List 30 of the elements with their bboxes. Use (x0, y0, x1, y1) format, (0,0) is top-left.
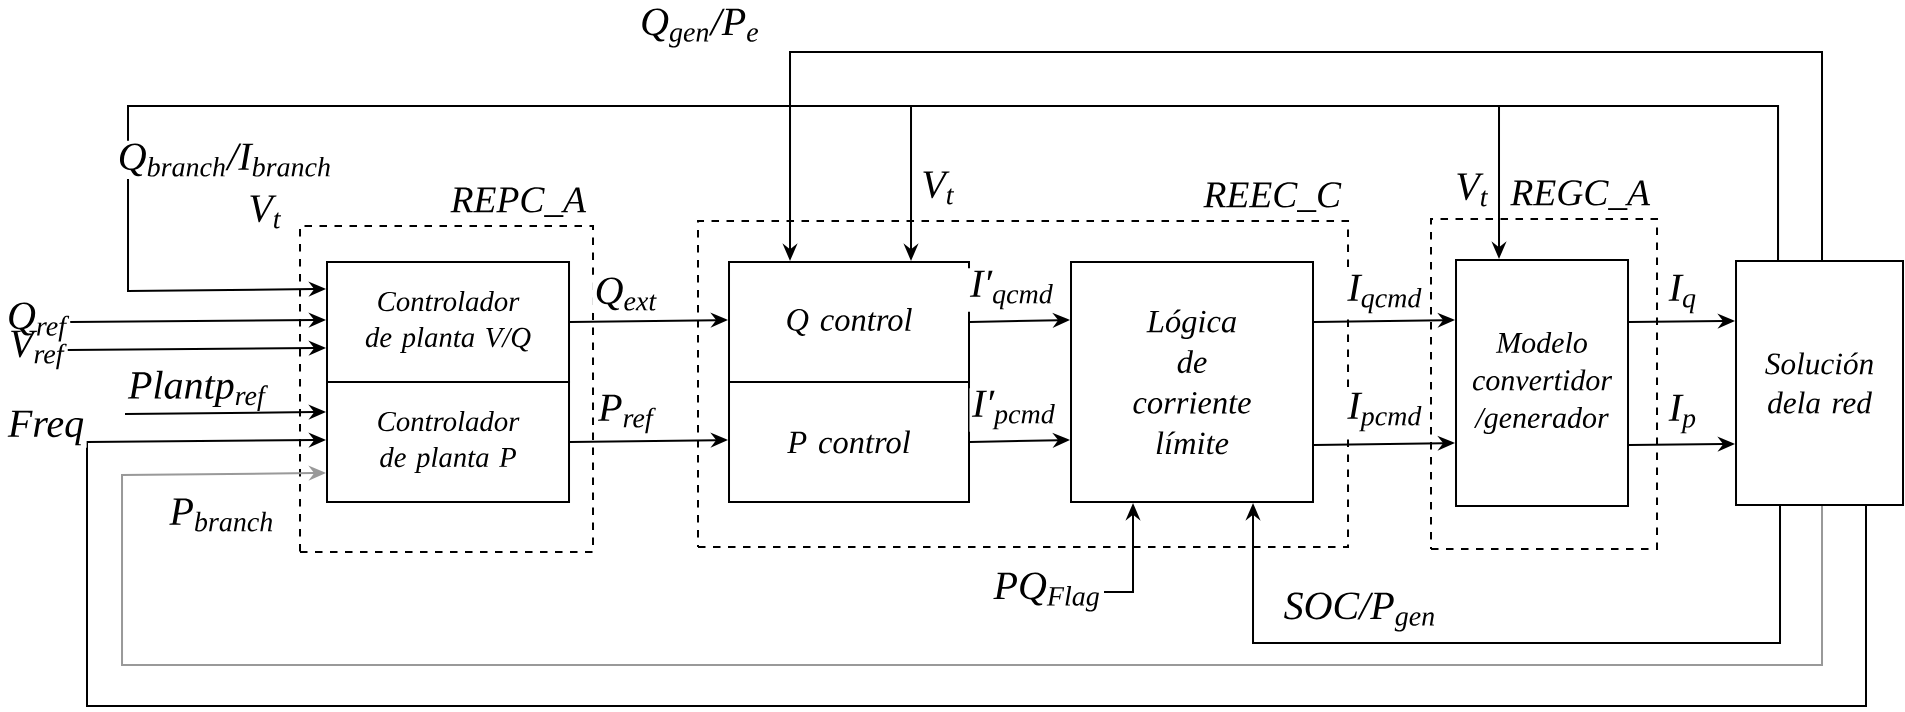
edge-label: Freq (5, 408, 87, 448)
block-box: P control (728, 381, 970, 503)
signal-label: PQ$_{Flag}$ (993, 572, 1099, 612)
block-box: Solución dela red (1735, 260, 1904, 506)
edge-label: I$_{qcmd}$ (1344, 272, 1426, 316)
block-box: Q control (728, 261, 970, 383)
edge-label: P$_{branch}$ (167, 496, 277, 534)
node-label: REEC_C (1203, 182, 1342, 212)
block-box: Controlador de planta P (326, 381, 570, 503)
edge-label: I$_{q}$ (1666, 272, 1700, 316)
edge-label: I′$_{pcmd}$ (969, 388, 1059, 432)
block-box: Lógica de corriente límite (1070, 261, 1314, 503)
block-box: Controlador de planta V/Q (326, 261, 570, 383)
edge-label: Q$_{ext}$ (592, 274, 660, 314)
edge-label: I$_{pcmd}$ (1344, 390, 1426, 434)
edge-label: P$_{ref}$ (595, 392, 657, 436)
arrow (121, 465, 1823, 666)
edge-label: V$_{t}$ (918, 169, 958, 207)
node-label: REPC_A (450, 187, 587, 217)
edge-label: SOC/P$_{gen}$ (1281, 590, 1439, 634)
block-box: Modelo convertidor /generador (1455, 259, 1629, 507)
edge-label: Q$_{branch}$/I$_{branch}$ (115, 140, 335, 180)
edge-label: I$_{p}$ (1666, 392, 1700, 436)
edge-label: V$_{t}$ (1452, 171, 1492, 209)
edge-label: Q$_{gen}$/P$_{e}$ (637, 6, 763, 50)
signal-label: V$_{t}$ (250, 195, 282, 229)
node-label: REGC_A (1510, 180, 1651, 210)
arrow (86, 432, 1867, 707)
signal-label: Plantp$_{ref}$ (127, 370, 268, 411)
edge-label: I′$_{qcmd}$ (967, 268, 1057, 312)
